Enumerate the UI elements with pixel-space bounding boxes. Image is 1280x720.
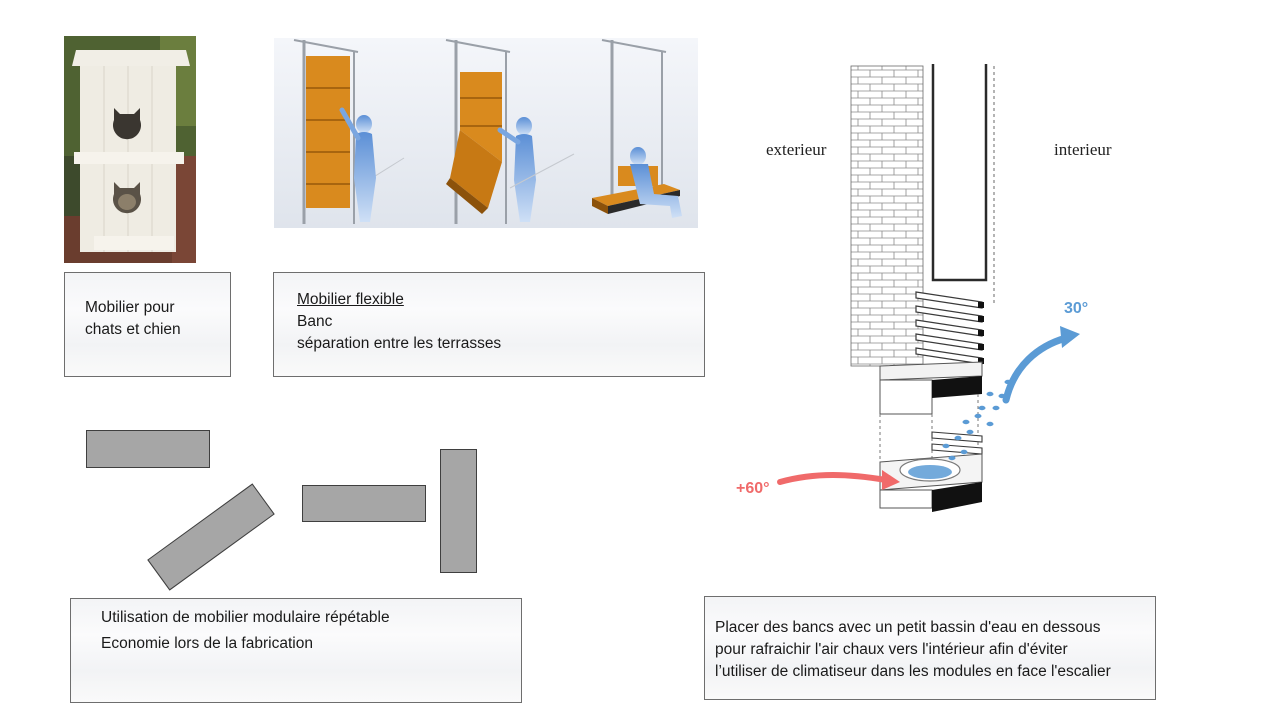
pets-caption: Mobilier pour chats et chien	[64, 272, 231, 377]
caption-line: Utilisation de mobilier modulaire répéta…	[101, 609, 390, 626]
flexible-furniture-illustration	[274, 38, 698, 228]
hot-air-temperature: +60°	[736, 480, 770, 497]
caption-line: pour rafraichir l'air chaux vers l'intér…	[715, 641, 1068, 658]
caption-line: Mobilier pour	[85, 299, 175, 316]
flexible-panel-sequence	[274, 38, 698, 228]
caption-line: séparation entre les terrasses	[297, 335, 502, 352]
module-block-vertical	[440, 449, 477, 573]
exterior-label: exterieur	[766, 140, 827, 159]
caption-title: Mobilier flexible	[297, 291, 404, 308]
caption-line: l’utiliser de climatiseur dans les modul…	[715, 663, 1111, 680]
interior-label: interieur	[1054, 140, 1112, 159]
module-block-horizontal-left	[86, 430, 210, 468]
caption-line: Placer des bancs avec un petit bassin d'…	[715, 619, 1101, 636]
wall-bench-water-diagram	[777, 64, 1080, 512]
bench-water-caption: Placer des bancs avec un petit bassin d'…	[704, 596, 1156, 700]
pet-house-photo	[64, 36, 196, 263]
module-block-horizontal-center	[302, 485, 426, 522]
modular-caption: Utilisation de mobilier modulaire répéta…	[70, 598, 522, 703]
ventilation-diagram: exterieur interieur 30° +60°	[720, 56, 1140, 526]
caption-line: Economie lors de la fabrication	[101, 635, 313, 652]
pet-house-illustration	[64, 36, 196, 263]
cool-air-temperature: 30°	[1064, 300, 1089, 317]
module-block-rotated	[147, 483, 275, 591]
caption-line: Banc	[297, 313, 333, 330]
caption-line: chats et chien	[85, 321, 181, 338]
flexible-furniture-caption: Mobilier flexible Banc séparation entre …	[273, 272, 705, 377]
